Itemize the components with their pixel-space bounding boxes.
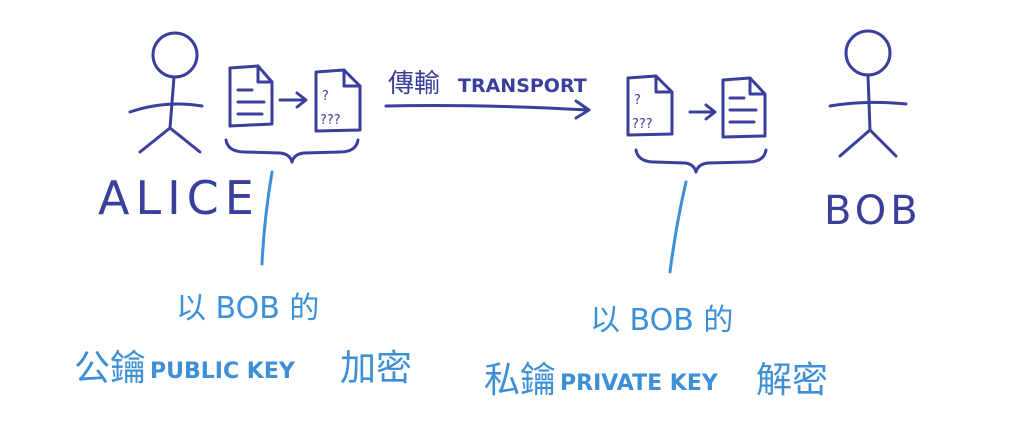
encrypted-mark: ??? (632, 117, 653, 132)
alice-label: ALICE (98, 171, 260, 225)
right-note-line1: 以 BOB 的 (590, 303, 733, 338)
bob-label: BOB (824, 188, 922, 234)
plaintext-document-icon (228, 64, 274, 128)
right-note-decrypt: 解密 (756, 360, 828, 401)
svg-text:?: ? (322, 89, 329, 104)
right-brace (634, 148, 768, 174)
left-pointer-line (260, 170, 274, 266)
right-note-private-key-en: PRIVATE KEY (560, 371, 719, 396)
decrypted-document-icon (721, 76, 767, 139)
encrypted-mark: ??? (320, 113, 341, 128)
decrypt-arrow-icon (688, 103, 717, 121)
right-note-private-key-zh: 私鑰 (484, 360, 556, 401)
left-note-line1: 以 BOB 的 (176, 291, 319, 326)
svg-text:?: ? (634, 93, 641, 108)
alice-stick-figure (128, 31, 204, 154)
encrypt-arrow-icon (278, 91, 308, 109)
left-brace (224, 138, 360, 164)
encrypted-document-icon: ? ??? (314, 68, 362, 133)
bob-stick-figure (828, 29, 908, 158)
received-encrypted-document-icon: ? ??? (626, 74, 674, 137)
transport-arrow-icon (384, 99, 591, 120)
transport-label-zh: 傳輸 (388, 69, 440, 99)
left-note-encrypt: 加密 (340, 348, 412, 389)
left-note-public-key-en: PUBLIC KEY (150, 359, 296, 384)
right-pointer-line (668, 180, 688, 274)
transport-label-en: TRANSPORT (458, 75, 587, 97)
left-note-public-key-zh: 公鑰 (74, 348, 146, 389)
